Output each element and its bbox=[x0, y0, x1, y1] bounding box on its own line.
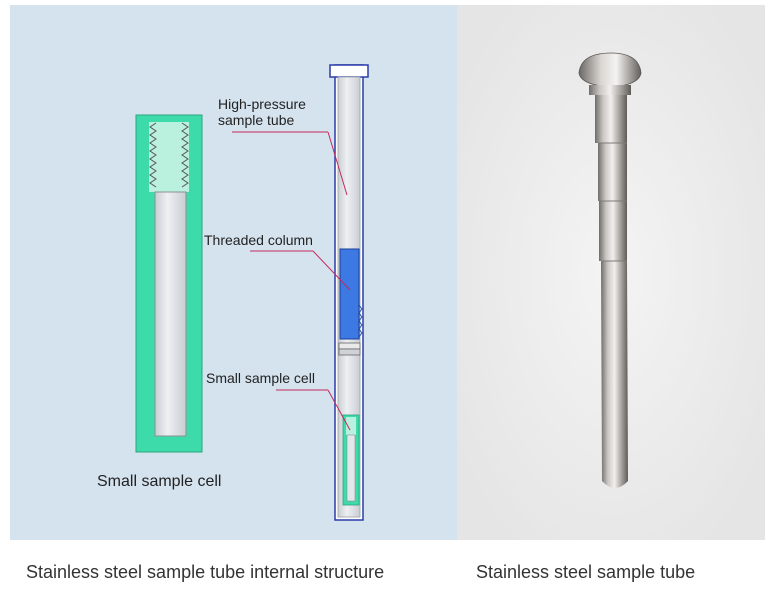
label-high-pressure-line1: High-pressure bbox=[218, 96, 306, 112]
structure-diagram-panel: High-pressure sample tube Threaded colum… bbox=[10, 5, 457, 540]
steel-tube bbox=[578, 52, 642, 488]
sample-tube-photo bbox=[457, 5, 765, 540]
small-cell-enlarged bbox=[135, 114, 203, 453]
label-small-cell-title: Small sample cell bbox=[97, 473, 221, 490]
label-threaded-column-text: Threaded column bbox=[204, 232, 313, 248]
label-high-pressure-line2: sample tube bbox=[218, 112, 294, 128]
sample-tube-section bbox=[329, 64, 369, 521]
label-threaded-column: Threaded column bbox=[204, 232, 351, 291]
product-photo-panel bbox=[457, 5, 765, 540]
label-high-pressure-tube: High-pressure sample tube bbox=[218, 96, 348, 196]
structure-diagram: High-pressure sample tube Threaded colum… bbox=[97, 64, 369, 521]
label-small-cell-callout-text: Small sample cell bbox=[206, 370, 315, 386]
label-small-cell-callout: Small sample cell bbox=[206, 370, 351, 431]
caption-steel-tube: Stainless steel sample tube bbox=[476, 562, 696, 582]
caption-internal-structure: Stainless steel sample tube internal str… bbox=[26, 562, 385, 582]
